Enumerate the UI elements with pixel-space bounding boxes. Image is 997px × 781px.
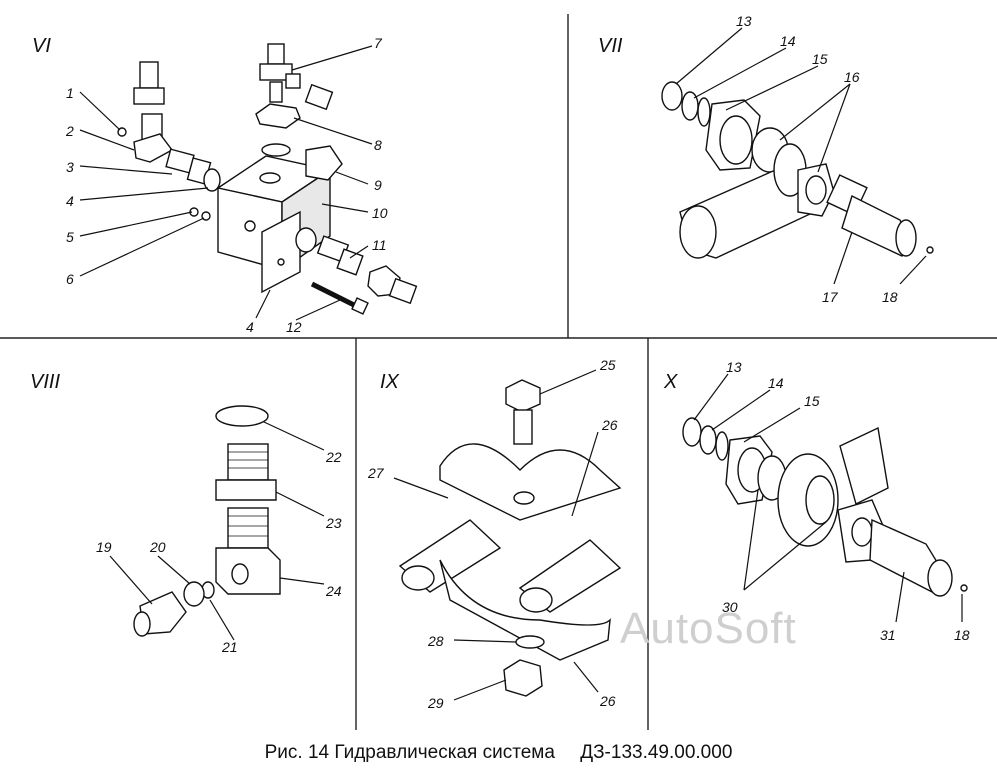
callout-3: 3 (66, 159, 74, 175)
panel-ix-drawing (398, 379, 622, 697)
panel-label-ix: IX (380, 371, 400, 393)
callout-1: 1 (66, 85, 74, 101)
callout-24: 24 (325, 583, 342, 599)
panel-viii-leaders (109, 421, 325, 641)
panel-vii-callouts: 13 14 15 16 17 18 (736, 13, 898, 305)
callout-10: 10 (372, 205, 388, 221)
panel-vi-leaders (79, 45, 373, 321)
figure-caption: Рис. 14 Гидравлическая система ДЗ-133.49… (0, 742, 997, 764)
panel-vii-drawing (661, 81, 934, 259)
panel-x-leaders (693, 373, 963, 623)
callout-12: 12 (286, 319, 302, 335)
watermark: AutoSoft (620, 604, 797, 653)
callout-4b: 4 (246, 319, 254, 335)
callout-7: 7 (374, 35, 383, 51)
callout-26b: 26 (599, 693, 616, 709)
callout-13: 13 (736, 13, 752, 29)
callout-22: 22 (325, 449, 342, 465)
callout-17: 17 (822, 289, 839, 305)
callout-4: 4 (66, 193, 74, 209)
panel-viii-callouts: 22 23 24 19 20 21 (96, 449, 342, 655)
callout-6: 6 (66, 271, 74, 287)
panel-vi-drawing (117, 43, 418, 315)
callout-15: 15 (812, 51, 828, 67)
callout-31: 31 (880, 627, 896, 643)
panel-ix-leaders (393, 369, 599, 701)
callout-8: 8 (374, 137, 382, 153)
callout-19: 19 (96, 539, 112, 555)
callout-23: 23 (325, 515, 342, 531)
callout-20: 20 (149, 539, 166, 555)
callout-27: 27 (367, 465, 385, 481)
callout-26: 26 (601, 417, 618, 433)
panel-vii-leaders (675, 27, 927, 285)
panel-label-viii: VIII (30, 371, 60, 393)
callout-x-13: 13 (726, 359, 742, 375)
panel-label-vii: VII (598, 35, 623, 57)
panel-ix-callouts: 25 26 27 28 29 26 (367, 357, 618, 711)
callout-21: 21 (221, 639, 238, 655)
callout-18: 18 (882, 289, 898, 305)
panel-viii-drawing (133, 405, 281, 637)
panel-x-drawing (682, 417, 968, 597)
callout-30: 30 (722, 599, 738, 615)
callout-14: 14 (780, 33, 796, 49)
callout-x-14: 14 (768, 375, 784, 391)
panel-x-callouts: 13 14 15 30 31 18 (722, 359, 970, 643)
caption-document-code: ДЗ-133.49.00.000 (580, 742, 733, 763)
callout-x-18: 18 (954, 627, 970, 643)
callout-29: 29 (427, 695, 444, 711)
panel-label-vi: VI (32, 35, 51, 57)
caption-figure-title: Рис. 14 Гидравлическая система (264, 742, 555, 763)
panel-label-x: X (663, 371, 678, 393)
panel-vi-callouts: 1 2 3 4 5 6 4 12 11 10 9 8 7 (65, 35, 388, 335)
callout-11: 11 (372, 237, 387, 253)
callout-2: 2 (65, 123, 74, 139)
callout-5: 5 (66, 229, 74, 245)
callout-28: 28 (427, 633, 444, 649)
callout-16: 16 (844, 69, 860, 85)
callout-25: 25 (599, 357, 616, 373)
callout-9: 9 (374, 177, 382, 193)
callout-x-15: 15 (804, 393, 820, 409)
